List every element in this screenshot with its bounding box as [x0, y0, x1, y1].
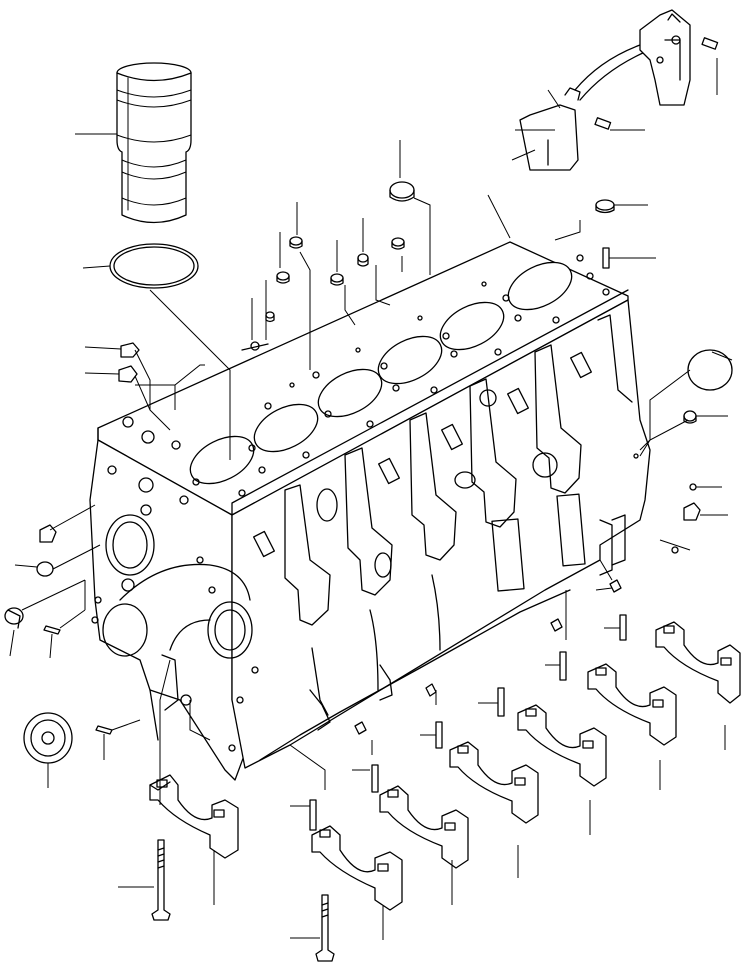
block-side-wall	[231, 299, 651, 769]
main-bearing-cap-7	[655, 621, 741, 704]
cylinder-block	[89, 241, 651, 781]
main-bearing-cap-6	[587, 663, 677, 746]
main-bearing-cap-1	[149, 774, 239, 859]
side-ribs	[253, 314, 633, 716]
main-bearing-cap-5	[517, 704, 607, 787]
front-face-details	[91, 465, 259, 752]
cylinder-liner	[116, 62, 192, 224]
main-bearing-cap-2	[311, 825, 403, 911]
main-bearing-cap-3	[379, 785, 469, 869]
main-bearing-cap-4	[449, 741, 539, 824]
oil-pipe-bracket	[519, 9, 719, 171]
leader-lines	[9, 58, 733, 940]
deck-holes	[122, 254, 610, 497]
main-bearing-caps	[149, 621, 741, 911]
bolts	[151, 579, 627, 962]
o-ring	[109, 243, 199, 289]
